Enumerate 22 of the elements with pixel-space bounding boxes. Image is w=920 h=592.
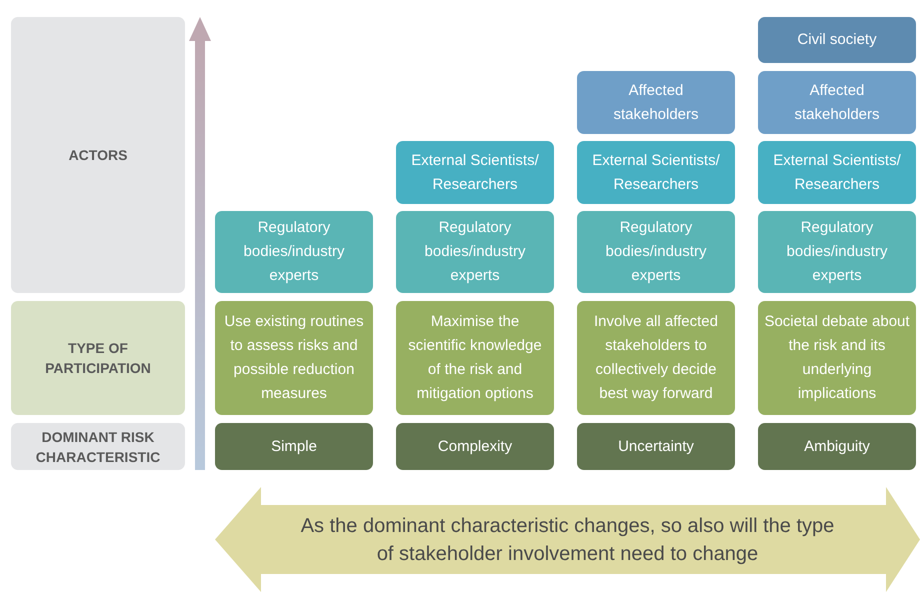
actor-box: External Scientists/ Researchers [396, 141, 554, 204]
risk-box: Uncertainty [577, 423, 735, 470]
actor-box: Affected stakeholders [577, 71, 735, 134]
row-header: ACTORS [11, 17, 185, 293]
actor-box: Civil society [758, 17, 916, 63]
participation-box: Use existing routines to assess risks and possible reduction measures [215, 301, 373, 415]
row-header: DOMINANT RISK CHARACTERISTIC [11, 423, 185, 470]
risk-box: Simple [215, 423, 373, 470]
actor-box: Regulatory bodies/industry experts [215, 211, 373, 293]
participation-box: Maximise the scientific knowledge of the risk and mitigation options [396, 301, 554, 415]
actor-box: Affected stakeholders [758, 71, 916, 134]
actor-box: Regulatory bodies/industry experts [577, 211, 735, 293]
risk-box: Complexity [396, 423, 554, 470]
risk-box: Ambiguity [758, 423, 916, 470]
participation-box: Involve all affected stakeholders to collectively decide best way forward [577, 301, 735, 415]
actor-box: External Scientists/ Researchers [758, 141, 916, 204]
row-header: TYPE OF PARTICIPATION [11, 301, 185, 415]
banner-text: As the dominant characteristic changes, so also will the type of stakeholder involvement need to change [300, 514, 836, 566]
actor-box: External Scientists/ Researchers [577, 141, 735, 204]
actor-box: Regulatory bodies/industry experts [396, 211, 554, 293]
actor-box: Regulatory bodies/industry experts [758, 211, 916, 293]
participation-box: Societal debate about the risk and its underlying implications [758, 301, 916, 415]
